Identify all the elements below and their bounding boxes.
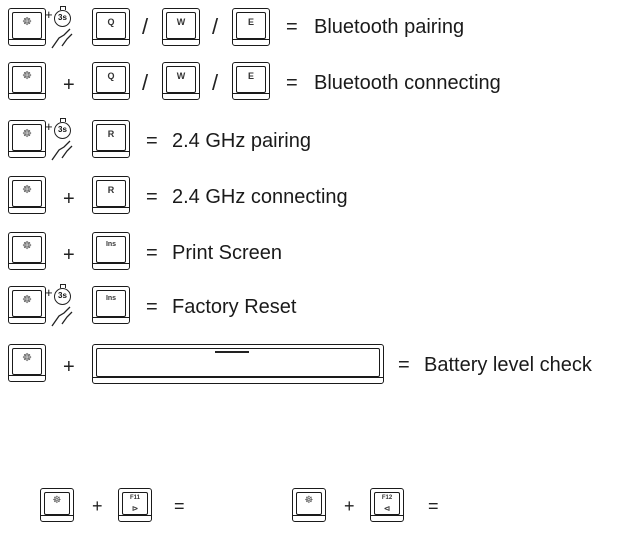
fn-key: ☸ bbox=[8, 62, 46, 100]
equals-sign: = bbox=[146, 186, 158, 208]
fn-icon: ☸ bbox=[22, 16, 32, 28]
brightness-up-icon: ⊳ bbox=[131, 504, 139, 513]
fn-key: ☸ bbox=[292, 488, 326, 522]
fn-key: ☸ bbox=[8, 344, 46, 382]
hold-3s-indicator: + 3s bbox=[45, 116, 76, 162]
bottom-combo-row: ☸ + F11 ⊳ = ☸ + F12 ⊲ = bbox=[0, 482, 620, 536]
label-bt-pair: Bluetooth pairing bbox=[314, 16, 465, 38]
equals-sign: = bbox=[428, 496, 439, 516]
combo-row-bt-pair: ☸ + 3s Q / W / E = Bluetooth pairing bbox=[0, 0, 620, 54]
key-e: E bbox=[232, 62, 270, 100]
plus-sign: + bbox=[63, 74, 75, 96]
key-f11: F11 ⊳ bbox=[118, 488, 152, 522]
fn-icon: ☸ bbox=[22, 70, 32, 82]
fn-icon: ☸ bbox=[22, 128, 32, 140]
fn-key: ☸ bbox=[8, 8, 46, 46]
key-w: W bbox=[162, 62, 200, 100]
combo-row-24-pair: ☸ + 3s R = 2.4 GHz pairing bbox=[0, 114, 620, 168]
press-hand-icon bbox=[51, 306, 73, 327]
fn-key: ☸ bbox=[8, 176, 46, 214]
plus-sign: + bbox=[344, 496, 355, 516]
fn-icon: ☸ bbox=[52, 495, 62, 506]
or-separator: / bbox=[142, 70, 149, 95]
plus-sign: + bbox=[92, 496, 103, 516]
label-print-screen: Print Screen bbox=[172, 242, 283, 264]
press-hand-icon bbox=[51, 28, 73, 49]
key-r: R bbox=[92, 176, 130, 214]
fn-icon: ☸ bbox=[22, 240, 32, 252]
fn-icon: ☸ bbox=[22, 294, 32, 306]
fn-key: ☸ bbox=[8, 232, 46, 270]
key-q: Q bbox=[92, 62, 130, 100]
key-e: E bbox=[232, 8, 270, 46]
fn-key: ☸ bbox=[8, 120, 46, 158]
equals-sign: = bbox=[146, 242, 158, 264]
fn-key: ☸ bbox=[8, 286, 46, 324]
equals-sign: = bbox=[286, 16, 298, 38]
key-f12: F12 ⊲ bbox=[370, 488, 404, 522]
equals-sign: = bbox=[174, 496, 185, 516]
fn-key: ☸ bbox=[40, 488, 74, 522]
key-r: R bbox=[92, 120, 130, 158]
brightness-down-icon: ⊲ bbox=[383, 504, 391, 513]
hold-3s-indicator: + 3s bbox=[45, 282, 76, 328]
combo-row-battery: ☸ + = Battery level check bbox=[0, 338, 620, 392]
plus-sign: + bbox=[63, 244, 75, 266]
equals-sign: = bbox=[286, 72, 298, 94]
plus-sign: + bbox=[63, 356, 75, 378]
label-bt-connect: Bluetooth connecting bbox=[314, 72, 501, 94]
spacebar-key bbox=[92, 344, 384, 384]
fn-icon: ☸ bbox=[304, 495, 314, 506]
label-factory-reset: Factory Reset bbox=[172, 296, 297, 318]
combo-row-factory-reset: ☸ + 3s Ins = Factory Reset bbox=[0, 280, 620, 334]
fn-icon: ☸ bbox=[22, 184, 32, 196]
timer-icon: 3s bbox=[54, 118, 71, 139]
label-24-pair: 2.4 GHz pairing bbox=[172, 130, 311, 152]
combo-row-bt-connect: ☸ + Q / W / E = Bluetooth connecting bbox=[0, 58, 620, 112]
key-ins: Ins bbox=[92, 286, 130, 324]
hold-3s-indicator: + 3s bbox=[45, 4, 76, 50]
combo-row-24-connect: ☸ + R = 2.4 GHz connecting bbox=[0, 170, 620, 224]
combo-row-print-screen: ☸ + Ins = Print Screen bbox=[0, 226, 620, 280]
or-separator: / bbox=[142, 14, 149, 39]
key-q: Q bbox=[92, 8, 130, 46]
fn-icon: ☸ bbox=[22, 352, 32, 364]
plus-sign: + bbox=[63, 188, 75, 210]
equals-sign: = bbox=[398, 354, 410, 376]
timer-icon: 3s bbox=[54, 6, 71, 27]
key-w: W bbox=[162, 8, 200, 46]
label-battery: Battery level check bbox=[424, 354, 592, 376]
key-ins: Ins bbox=[92, 232, 130, 270]
equals-sign: = bbox=[146, 130, 158, 152]
equals-sign: = bbox=[146, 296, 158, 318]
or-separator: / bbox=[212, 70, 219, 95]
or-separator: / bbox=[212, 14, 219, 39]
spacebar-mark bbox=[215, 351, 249, 353]
timer-icon: 3s bbox=[54, 284, 71, 305]
press-hand-icon bbox=[51, 140, 73, 161]
label-24-connect: 2.4 GHz connecting bbox=[172, 186, 348, 208]
